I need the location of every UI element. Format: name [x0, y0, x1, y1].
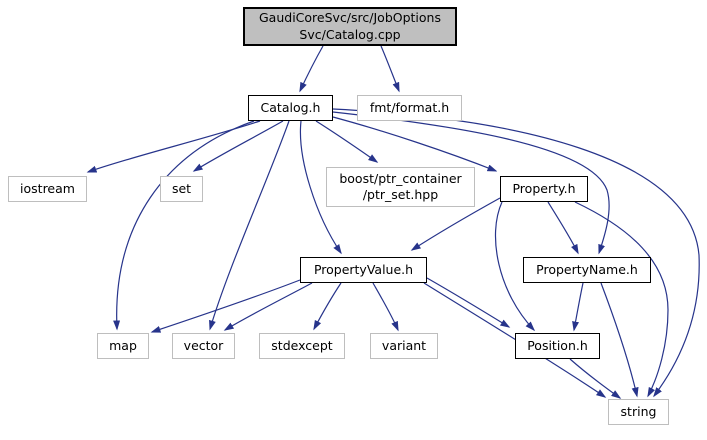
edge-property-value-h-to-vector — [223, 282, 313, 331]
node-property-name-h[interactable]: PropertyName.h — [523, 257, 651, 283]
node-label: /ptr_set.hpp — [362, 187, 439, 202]
node-variant: variant — [370, 333, 438, 359]
edge-position-h-to-string — [569, 358, 622, 399]
node-label: PropertyName.h — [536, 261, 638, 277]
edge-catalog-h-to-vector — [209, 120, 290, 331]
node-label: set — [171, 180, 192, 196]
node-label: variant — [381, 337, 427, 353]
node-property-h[interactable]: Property.h — [500, 176, 588, 202]
edge-catalog-h-to-set — [192, 120, 284, 172]
node-label: GaudiCoreSvc/src/JobOptions — [259, 10, 441, 26]
edge-catalog-h-to-boost-ptr-set-hpp — [315, 120, 379, 163]
node-stdexcept: stdexcept — [259, 333, 345, 359]
node-label: Property.h — [512, 180, 576, 196]
edge-catalog-cpp-to-catalog-h — [299, 45, 324, 93]
node-label: PropertyValue.h — [313, 261, 414, 277]
node-position-h[interactable]: Position.h — [515, 333, 600, 359]
node-label: Svc/Catalog.cpp — [299, 26, 401, 42]
edge-catalog-h-to-property-h — [332, 116, 498, 172]
edge-property-h-to-property-value-h — [410, 197, 501, 251]
edge-property-value-h-to-position-h — [426, 277, 511, 328]
node-label: vector — [183, 337, 224, 353]
edge-catalog-h-to-property-value-h — [299, 120, 342, 255]
node-set: set — [160, 176, 203, 202]
node-boost-ptr-set-hpp: boost/ptr_container/ptr_set.hpp — [326, 167, 475, 207]
node-map: map — [97, 333, 149, 359]
edge-catalog-h-to-iostream — [86, 120, 261, 173]
node-fmt-format-h: fmt/format.h — [357, 95, 462, 121]
edge-property-value-h-to-map — [150, 279, 301, 333]
edge-catalog-h-to-property-name-h — [332, 111, 610, 255]
edge-property-value-h-to-stdexcept — [313, 282, 342, 331]
edge-catalog-h-to-string — [332, 108, 700, 398]
edge-property-value-h-to-variant — [372, 282, 399, 332]
edge-catalog-h-to-map — [113, 120, 255, 331]
node-label: stdexcept — [271, 337, 333, 353]
node-label: string — [620, 403, 657, 419]
node-label: fmt/format.h — [369, 99, 450, 115]
node-label: iostream — [20, 180, 75, 196]
node-property-value-h[interactable]: PropertyValue.h — [300, 257, 427, 283]
edge-property-h-to-property-name-h — [547, 201, 579, 255]
node-label: map — [109, 337, 137, 353]
node-label: Catalog.h — [260, 99, 321, 115]
node-string: string — [608, 399, 669, 425]
edge-property-h-to-string — [574, 201, 669, 398]
node-label: boost/ptr_container — [339, 170, 462, 186]
node-label: Position.h — [527, 337, 588, 353]
node-catalog-h[interactable]: Catalog.h — [248, 95, 333, 121]
edge-property-name-h-to-position-h — [572, 282, 584, 332]
edge-property-name-h-to-string — [600, 282, 639, 398]
edges-group — [86, 45, 700, 399]
node-iostream: iostream — [8, 176, 87, 202]
node-vector: vector — [172, 333, 235, 359]
edge-catalog-cpp-to-fmt-format-h — [380, 45, 400, 93]
edge-property-h-to-position-h — [494, 201, 536, 332]
